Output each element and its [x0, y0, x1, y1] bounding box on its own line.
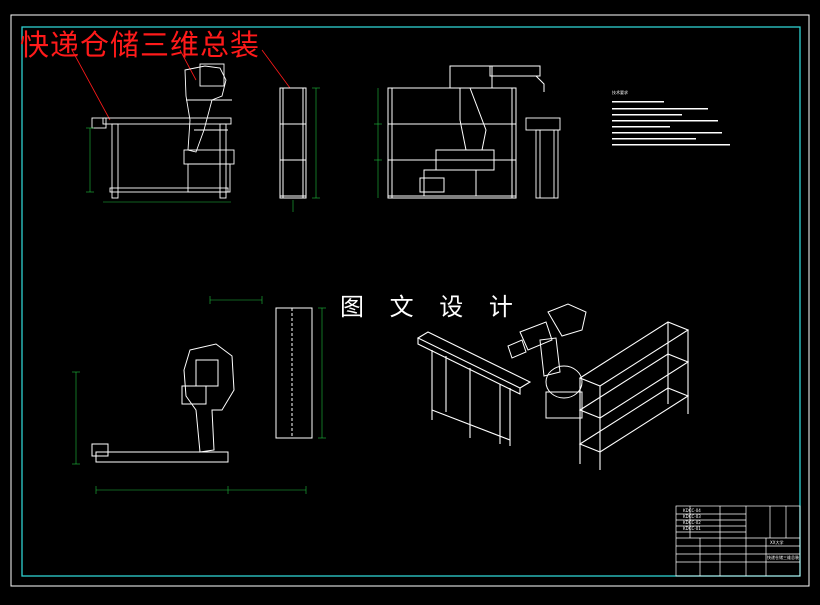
top-view [91, 343, 235, 463]
top-view-shelf [275, 307, 313, 439]
inner-border [21, 26, 801, 577]
part-row-2: KDCC-03 [683, 514, 701, 519]
front-view-dims [86, 127, 231, 203]
shelf-side-view [279, 87, 307, 199]
top-view-shelf-dims [318, 307, 326, 439]
isometric-conveyor [416, 331, 532, 446]
title-block [675, 505, 801, 577]
part-row-1: KDCC-04 [683, 508, 701, 513]
top-view-dims [72, 296, 307, 494]
isometric-robot [507, 303, 587, 419]
shelf-side-dims [292, 87, 320, 212]
front-view [91, 63, 235, 199]
drawing-name: 快递仓储三维总装 [767, 554, 799, 560]
tech-notes: 技术要求 [612, 89, 730, 146]
elevation-view [387, 65, 545, 199]
school-name: XX大学 [770, 539, 783, 545]
isometric-shelf [578, 321, 690, 470]
gripper-station [525, 117, 561, 199]
tech-notes-heading: 技术要求 [612, 89, 628, 95]
title-block-text: KDCC-04 KDCC-03 KDCC-02 KDCC-01 XX大学 快递仓… [683, 508, 799, 560]
title-leaders [71, 49, 291, 121]
part-row-4: KDCC-01 [683, 526, 701, 531]
elevation-dims [374, 88, 382, 198]
outer-frame [10, 14, 810, 587]
drawing-title: 快递仓储三维总装 [20, 28, 261, 62]
watermark-text: 图 文 设 计 [340, 293, 522, 321]
part-row-3: KDCC-02 [683, 520, 701, 525]
